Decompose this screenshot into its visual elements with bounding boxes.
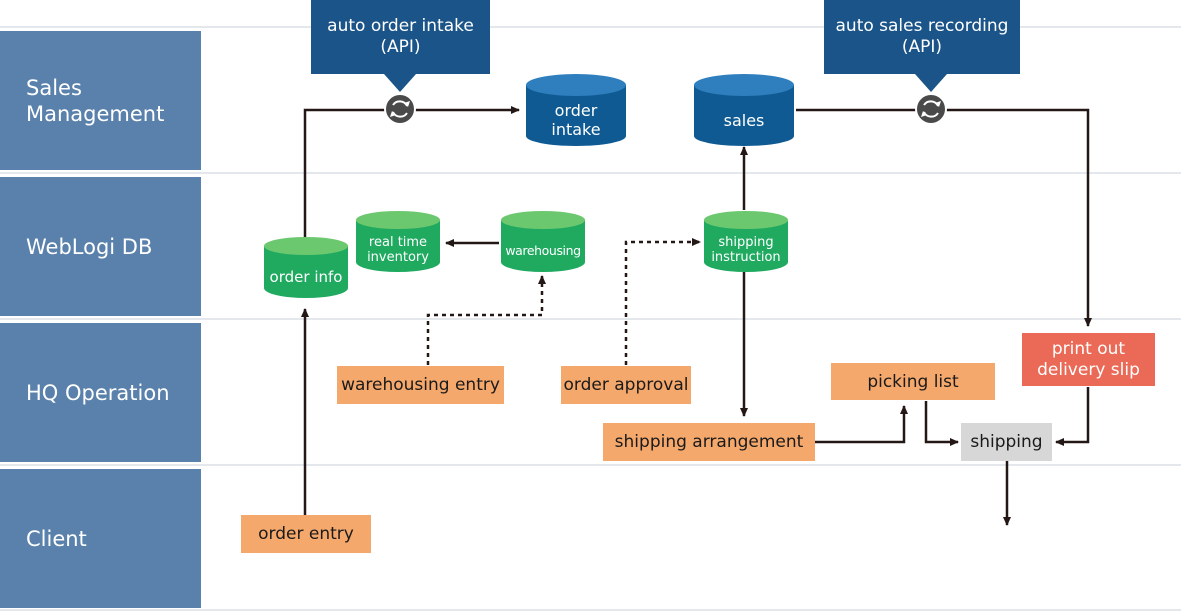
db-warehousing-cylinder	[501, 211, 585, 272]
lane-separator	[0, 464, 1181, 466]
task-shipping: shipping	[961, 423, 1052, 461]
db-order-info-label: order info	[269, 268, 343, 286]
db-order-intake-cylinder	[526, 74, 626, 146]
connector-arrangement-to-picking-list	[815, 405, 908, 444]
task-order-approval: order approval	[561, 366, 691, 404]
api-pointer-sales-recording	[915, 74, 947, 92]
connector-picking-list-to-shipping	[924, 401, 959, 446]
db-real-time-inventory-cylinder	[356, 211, 440, 272]
task-warehousing-entry: warehousing entry	[337, 366, 504, 404]
connector-order-approval-to-shipping-instruction	[624, 238, 701, 365]
connector-sales-to-delivery-slip	[796, 108, 1092, 327]
lane-label-hq-operation: HQ Operation	[0, 323, 201, 462]
lane-label-client: Client	[0, 469, 201, 608]
lane-separator	[0, 26, 1181, 28]
connector-warehousing-entry-to-warehousing	[426, 275, 546, 365]
lane-label-sales-management: Sales Management	[0, 31, 201, 170]
db-order-info-cylinder	[264, 237, 348, 298]
db-sales-cylinder	[694, 74, 794, 146]
lane-separator	[0, 609, 1181, 611]
lane-separator	[0, 172, 1181, 174]
connector-delivery-slip-to-shipping	[1055, 387, 1090, 446]
db-sales-label: sales	[723, 110, 765, 130]
lane-label-weblogi-db: WebLogi DB	[0, 177, 201, 316]
db-shipping-instruction-label: shipping instruction	[711, 235, 781, 265]
task-print-delivery-slip: print out delivery slip	[1022, 333, 1155, 386]
api-auto-sales-recording: auto sales recording (API)	[824, 0, 1020, 74]
connector-order-info-to-order-intake	[303, 106, 520, 237]
sync-icon	[384, 93, 416, 125]
db-order-intake-label: order intake	[551, 101, 601, 139]
db-warehousing-label: warehousing	[505, 242, 581, 258]
task-picking-list: picking list	[831, 363, 995, 400]
api-pointer-order-intake	[384, 74, 416, 92]
task-order-entry: order entry	[241, 515, 371, 553]
db-real-time-inventory-label: real time inventory	[367, 235, 429, 265]
sync-icon	[915, 93, 947, 125]
task-shipping-arrangement: shipping arrangement	[603, 423, 815, 461]
db-shipping-instruction-cylinder	[704, 211, 788, 272]
lane-separator	[0, 318, 1181, 320]
api-auto-order-intake: auto order intake (API)	[311, 0, 490, 74]
